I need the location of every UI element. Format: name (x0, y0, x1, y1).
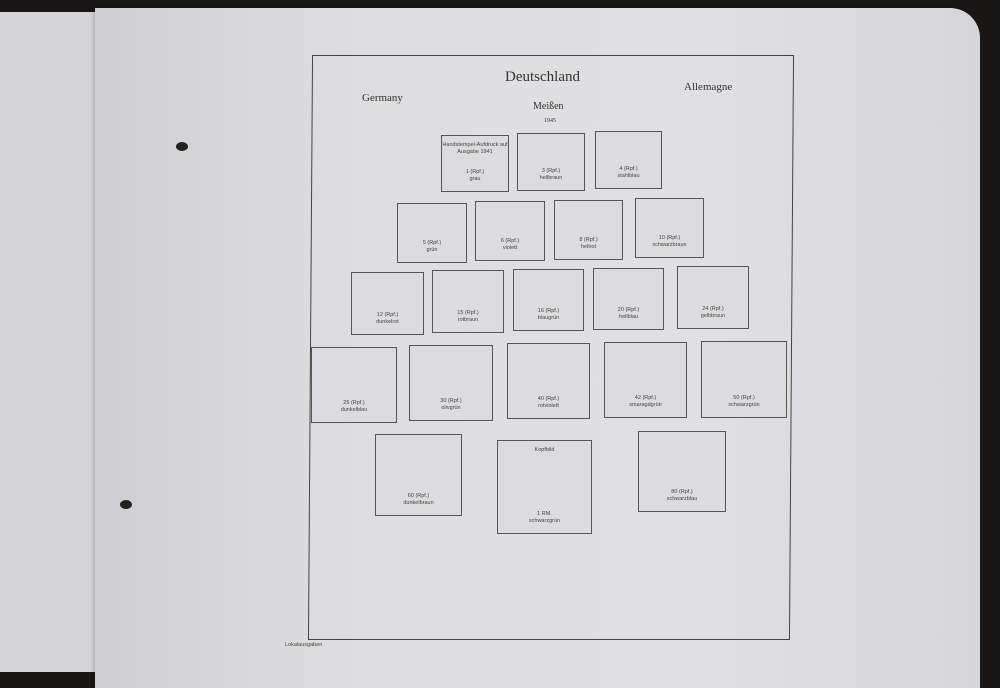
stamp-value: 1 (Rpf.) (465, 169, 485, 176)
stamp-value: 4 (Rpf.) (619, 166, 638, 173)
stamp-color: rotviolett (538, 403, 559, 410)
stamp-value: 10 (Rpf.) (658, 235, 681, 242)
stamp-value: 30 (Rpf.) (440, 398, 462, 405)
stamp-space: 80 (Rpf.)schwarzblau (638, 431, 726, 512)
stamp-value: 24 (Rpf.) (702, 306, 724, 313)
stamp-color: dunkelblau (340, 407, 368, 414)
stamp-color: dunkelbraun (403, 500, 434, 507)
stamp-space: 12 (Rpf.)dunkelrot (351, 272, 424, 335)
stamp-space: Kopfbild 1 RM.schwarzgrün (497, 440, 592, 534)
binder-hole-icon (176, 142, 188, 151)
stamp-space: Handstempel-Aufdruck auf Ausgabe 1941 1 (… (441, 135, 509, 192)
stamp-color: olivgrün (441, 405, 461, 412)
stamp-color: grau (469, 176, 481, 183)
stamp-value: 60 (Rpf.) (407, 493, 430, 500)
stamp-color: blaugrün (537, 315, 560, 322)
stamp-space: 40 (Rpf.)rotviolett (507, 343, 590, 419)
stamp-color: stahlblau (617, 173, 640, 180)
stamp-value: 25 (Rpf.) (343, 400, 365, 407)
stamp-color: schwarzgrün (528, 518, 561, 525)
stamp-value: 50 (Rpf.) (733, 395, 755, 402)
stamp-color: schwarzbraun (652, 242, 687, 249)
title-french: Allemagne (684, 81, 733, 93)
stamp-value: 12 (Rpf.) (376, 312, 399, 319)
stamp-color: dunkelrot (376, 319, 399, 326)
stamp-color: grün (426, 247, 438, 254)
stamp-value: 6 (Rpf.) (500, 238, 520, 245)
stamp-value: 8 (Rpf.) (579, 237, 598, 244)
stamp-space: 30 (Rpf.)olivgrün (409, 345, 493, 421)
stamp-space: 50 (Rpf.)schwarzgrün (701, 341, 787, 418)
stamp-color: hellbraun (539, 175, 563, 182)
stamp-space: 3 (Rpf.)hellbraun (517, 133, 585, 191)
stamp-color: hellblau (619, 314, 638, 321)
stamp-space: 42 (Rpf.)smaragdgrün (604, 342, 687, 418)
stamp-space: 24 (Rpf.)gelbbraun (677, 266, 749, 329)
stamp-space: 20 (Rpf.)hellblau (593, 268, 664, 330)
stamp-value: 1 RM. (537, 511, 552, 518)
stamp-note: Kopfbild (534, 447, 555, 453)
stamp-color: gelbbraun (700, 313, 726, 320)
footer-label: Lokalausgaben (285, 642, 323, 648)
stamp-space: 6 (Rpf.)violett (475, 201, 545, 261)
stamp-color: rotbraun (457, 317, 479, 324)
stamp-space: 60 (Rpf.)dunkelbraun (375, 434, 462, 516)
stamp-space: 4 (Rpf.)stahlblau (595, 131, 662, 189)
year: 1945 (544, 118, 556, 124)
stamp-value: 3 (Rpf.) (541, 168, 561, 175)
stamp-value: 15 (Rpf.) (457, 310, 479, 317)
stamp-color: hellrot (581, 244, 596, 251)
stamp-color: violett (502, 245, 518, 252)
stamp-value: 5 (Rpf.) (422, 240, 442, 247)
stamp-value: 80 (Rpf.) (671, 489, 693, 496)
stamp-value: 20 (Rpf.) (617, 307, 640, 314)
subtitle: Meißen (533, 101, 564, 112)
page-title: Deutschland (505, 69, 580, 85)
title-english: Germany (362, 92, 403, 104)
stamp-value: 42 (Rpf.) (634, 395, 657, 402)
stamp-space: 5 (Rpf.)grün (397, 203, 467, 263)
stamp-space: 15 (Rpf.)rotbraun (432, 270, 504, 333)
stamp-space: 25 (Rpf.)dunkelblau (311, 347, 397, 423)
stamp-color: schwarzblau (666, 496, 698, 503)
binder-hole-icon (120, 500, 132, 509)
stamp-color: smaragdgrün (629, 402, 662, 409)
stamp-value: 40 (Rpf.) (537, 396, 560, 403)
stamp-value: 16 (Rpf.) (537, 308, 560, 315)
stamp-space: 8 (Rpf.)hellrot (554, 200, 623, 260)
stamp-space: 16 (Rpf.)blaugrün (513, 269, 584, 331)
stamp-color: schwarzgrün (728, 402, 760, 409)
stamp-note: Handstempel-Aufdruck auf Ausgabe 1941 (442, 142, 508, 155)
stamp-space: 10 (Rpf.)schwarzbraun (635, 198, 704, 258)
